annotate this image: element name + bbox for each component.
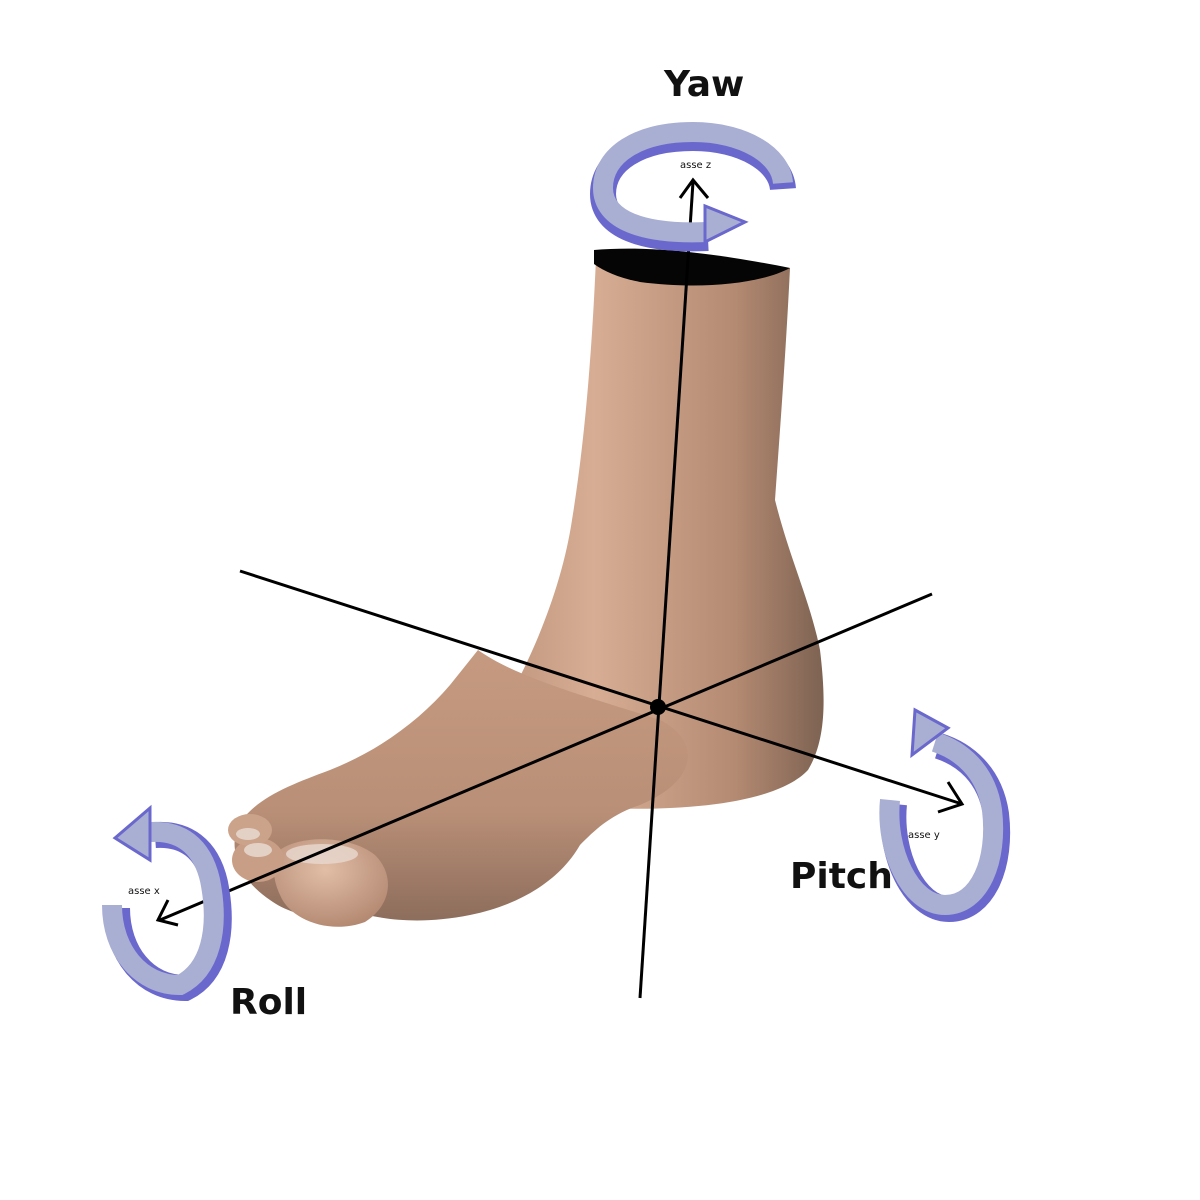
axis-z-line <box>638 181 695 999</box>
axis-x-label: asse x <box>128 886 160 897</box>
roll-label: Roll <box>230 982 307 1023</box>
axis-z-label: asse z <box>680 160 711 171</box>
axes <box>155 177 965 999</box>
foot-illustration <box>228 248 824 927</box>
axis-y-arrowhead <box>937 781 965 814</box>
pitch-label: Pitch <box>790 856 893 897</box>
roll-rotation-arrow <box>102 804 232 1002</box>
yaw-label: Yaw <box>663 64 744 105</box>
axis-x-line <box>159 592 933 922</box>
axis-z-arrowhead <box>678 177 710 199</box>
yaw-rotation-arrow <box>589 121 796 252</box>
origin-point <box>650 699 666 715</box>
axis-x-arrowhead <box>155 899 179 927</box>
axis-y-label: asse y <box>908 830 940 841</box>
pitch-rotation-arrow <box>879 707 1011 923</box>
axis-y-line <box>239 569 963 806</box>
